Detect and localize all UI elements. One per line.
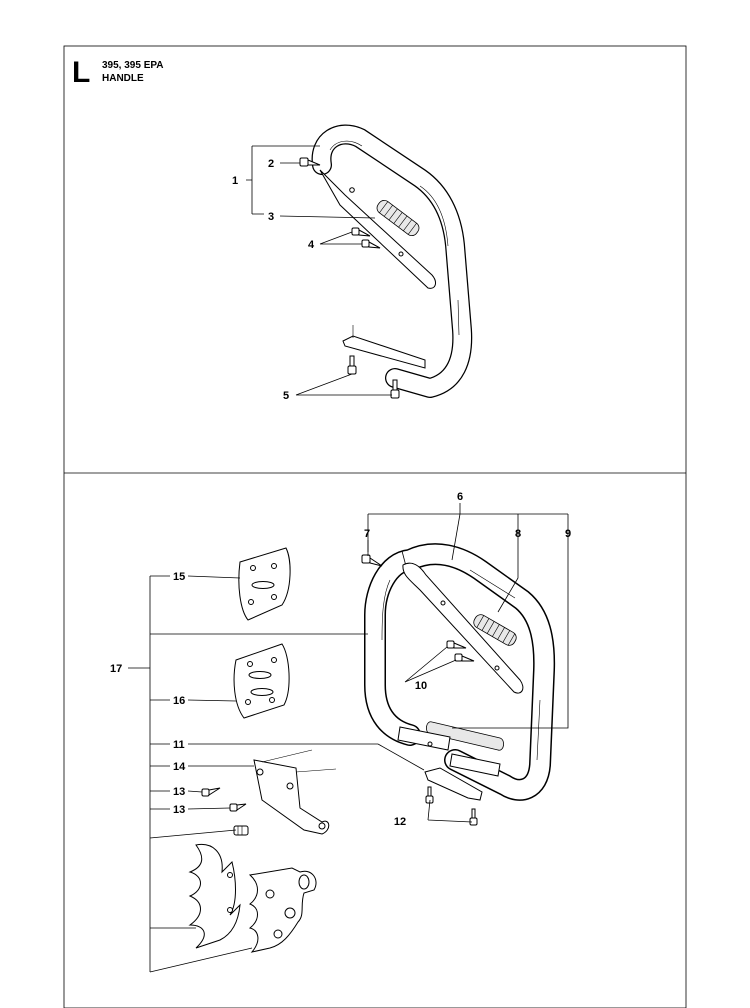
- grip-sleeve: [473, 614, 517, 646]
- lower-bracket: [397, 726, 451, 751]
- callout-16: 16: [173, 695, 185, 707]
- leader-15: [187, 575, 241, 579]
- screw-icon: [425, 786, 434, 804]
- section-letter: L: [72, 56, 90, 89]
- bumper-spike-left: [188, 843, 241, 949]
- leader-12: [427, 799, 473, 823]
- screw-icon: [299, 157, 321, 167]
- callout-4: 4: [308, 239, 315, 251]
- callout-12: 12: [394, 816, 406, 828]
- screw-icon: [351, 227, 371, 237]
- callout-5: 5: [283, 390, 289, 402]
- screw-icon: [229, 803, 247, 812]
- top-handle-assembly: 1 2 3 4 5: [232, 124, 473, 402]
- tube-shading: [381, 569, 541, 761]
- inner-strap: [319, 169, 436, 289]
- strap-hole: [349, 187, 355, 193]
- leader-10: [404, 646, 457, 683]
- callout-9: 9: [565, 528, 571, 540]
- callout-14: 14: [173, 761, 186, 773]
- leader-11: [188, 743, 425, 771]
- bumper-spike-right: [248, 867, 317, 953]
- handle-tube-shading: [329, 140, 460, 336]
- bar-plate-15: [238, 547, 291, 621]
- screw-icon: [201, 787, 221, 797]
- bracket-hole: [427, 741, 433, 747]
- inner-strap: [402, 562, 524, 694]
- bar-plate-16: [233, 643, 290, 719]
- callout-8: 8: [515, 528, 521, 540]
- screw-icon: [469, 808, 478, 826]
- leader-13a: [187, 790, 203, 793]
- screw-icon: [361, 239, 381, 249]
- callout-1: 1: [232, 175, 238, 187]
- callout-7: 7: [364, 528, 370, 540]
- callout-11: 11: [173, 739, 185, 751]
- screw-icon: [390, 379, 400, 399]
- strap-hole: [398, 251, 404, 257]
- leader-16: [187, 699, 237, 702]
- clamp-plate: [424, 767, 483, 801]
- leader-13b: [187, 807, 231, 810]
- callout-10: 10: [415, 680, 427, 692]
- leader-5: [295, 373, 392, 396]
- handle-tube-fill: [365, 544, 554, 800]
- handle-tube-fill: [312, 125, 471, 397]
- callout-2: 2: [268, 158, 274, 170]
- screw-icon: [233, 825, 249, 836]
- callout-13a: 13: [173, 786, 185, 798]
- bracket-6: [368, 503, 569, 729]
- strap-hole: [440, 600, 446, 606]
- callout-6: 6: [457, 491, 463, 503]
- bracket-1: [246, 145, 320, 215]
- leader-4: [319, 231, 362, 245]
- lower-bracket: [449, 753, 501, 777]
- leader-3: [279, 215, 376, 219]
- bracket-14: [253, 749, 337, 835]
- screw-icon: [361, 554, 383, 567]
- bottom-bracket: [342, 335, 426, 369]
- outer-frame: [63, 45, 687, 1008]
- screw-icon: [347, 355, 357, 375]
- callout-17: 17: [110, 663, 122, 675]
- grip-sleeve: [376, 199, 420, 237]
- section-title: HANDLE: [102, 73, 144, 84]
- screw-icon: [446, 640, 467, 649]
- model-label: 395, 395 EPA: [102, 60, 164, 71]
- callout-3: 3: [268, 211, 274, 223]
- strap-hole: [494, 665, 500, 671]
- lower-grip: [426, 721, 504, 751]
- screw-icon: [454, 653, 475, 662]
- bracket-17: [128, 575, 368, 973]
- callout-15: 15: [173, 571, 185, 583]
- callout-13b: 13: [173, 804, 185, 816]
- bottom-handle-assembly: 6 7 8 9 10 11 12 13 13 14 15 16 17: [110, 491, 571, 973]
